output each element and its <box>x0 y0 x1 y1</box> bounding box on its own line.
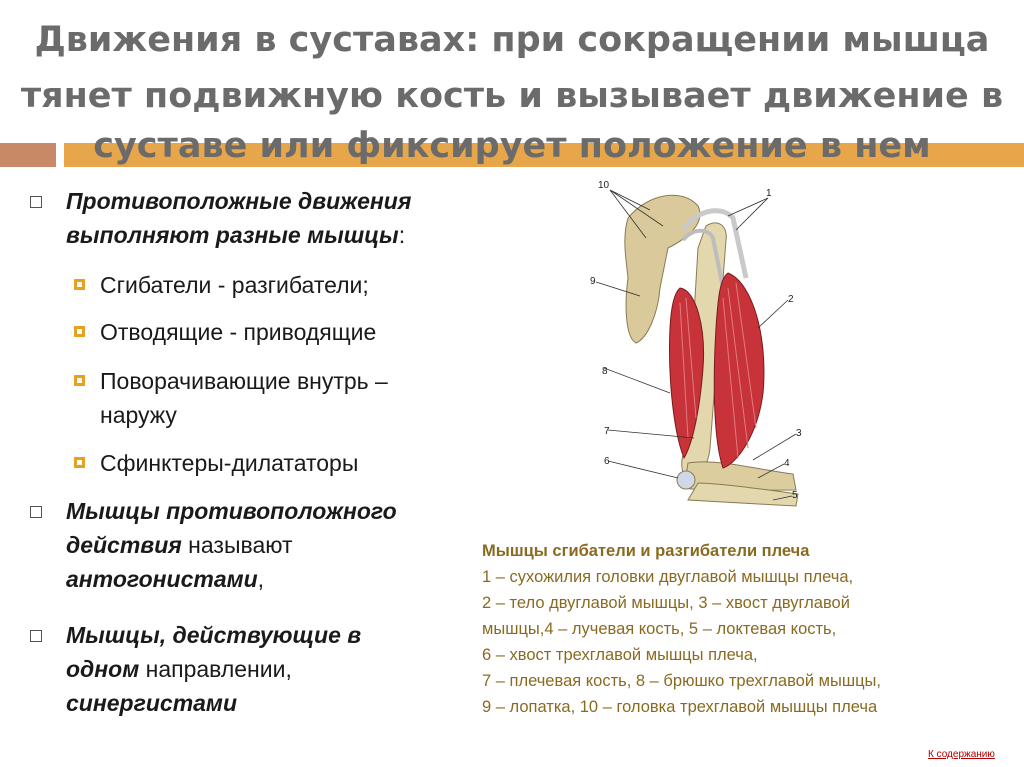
title-line-3: суставе или фиксирует положение в нем <box>93 126 931 166</box>
bullet-text: , <box>257 566 265 592</box>
caption-title: Мышцы сгибатели и разгибатели плеча <box>482 542 810 560</box>
title-line-1: Движения в суставах: при сокращении мышц… <box>34 20 990 60</box>
bullet-opposite-movements: Противоположные движения выполняют разны… <box>30 184 506 252</box>
caption-line: 7 – плечевая кость, 8 – брюшко трехглаво… <box>482 672 881 690</box>
figure-label: 5 <box>792 490 798 501</box>
figure-caption: Мышцы сгибатели и разгибатели плеча 1 – … <box>482 538 1002 720</box>
square-bullet-icon <box>74 326 85 337</box>
sub-item-text: Отводящие - приводящие <box>100 319 377 345</box>
sub-item-text: Сфинктеры-дилататоры <box>100 450 359 476</box>
bullet-text: одном <box>66 656 140 682</box>
figure-label: 9 <box>590 276 596 287</box>
sub-item: Сфинктеры-дилататоры <box>74 446 359 480</box>
bullet-box-icon <box>30 196 42 208</box>
bullet-text: направлении, <box>139 656 292 682</box>
caption-line: 9 – лопатка, 10 – головка трехглавой мыш… <box>482 698 878 716</box>
figure-label: 4 <box>784 458 790 469</box>
bullet-text: действия <box>66 532 182 558</box>
bullet-antagonists: Мышцы противоположного действия называют… <box>30 494 486 596</box>
figure-label: 1 <box>766 188 772 199</box>
figure-label: 8 <box>602 366 608 377</box>
caption-line: 1 – сухожилия головки двуглавой мышцы пл… <box>482 568 854 586</box>
caption-line: 2 – тело двуглавой мышцы, 3 – хвост двуг… <box>482 594 850 612</box>
caption-line: 6 – хвост трехглавой мышцы плеча, <box>482 646 758 664</box>
sub-item: Сгибатели - разгибатели; <box>74 268 369 302</box>
bullet-text: : <box>398 222 406 248</box>
accent-bar-right <box>64 143 1024 167</box>
bullet-text: антогонистами <box>66 566 258 592</box>
bullet-text: Мышцы противоположного <box>66 498 397 524</box>
sub-item-text: наружу <box>100 402 177 428</box>
slide-title: Движения в суставах: при сокращении мышц… <box>0 12 1024 124</box>
bullet-text: Противоположные движения <box>66 188 412 214</box>
square-bullet-icon <box>74 375 85 386</box>
sub-item: Отводящие - приводящие <box>74 315 377 349</box>
figure-label: 10 <box>598 180 610 191</box>
contents-link[interactable]: К содержанию <box>928 749 995 760</box>
square-bullet-icon <box>74 279 85 290</box>
figure-label: 2 <box>788 294 794 305</box>
sub-item: Поворачивающие внутрь – наружу <box>74 364 388 432</box>
bullet-text: называют <box>181 532 293 558</box>
bullet-text: Мышцы, действующие в <box>66 622 362 648</box>
square-bullet-icon <box>74 457 85 468</box>
bullet-text: синергистами <box>66 690 237 716</box>
figure-label: 3 <box>796 428 802 439</box>
figure-label: 7 <box>604 426 610 437</box>
accent-bar-left <box>0 143 56 167</box>
sub-item-text: Поворачивающие внутрь – <box>100 368 388 394</box>
bullet-box-icon <box>30 630 42 642</box>
bullet-synergists: Мышцы, действующие в одном направлении, … <box>30 618 486 720</box>
sub-item-text: Сгибатели - разгибатели; <box>100 272 369 298</box>
bullet-box-icon <box>30 506 42 518</box>
bullet-text: выполняют разные мышцы <box>66 222 399 248</box>
arm-muscles-figure: 10 1 9 2 8 7 3 6 4 5 <box>590 180 802 507</box>
caption-line: мышцы,4 – лучевая кость, 5 – локтевая ко… <box>482 620 837 638</box>
figure-label: 6 <box>604 456 610 467</box>
title-line-2: тянет подвижную кость и вызывает движени… <box>20 76 1004 116</box>
